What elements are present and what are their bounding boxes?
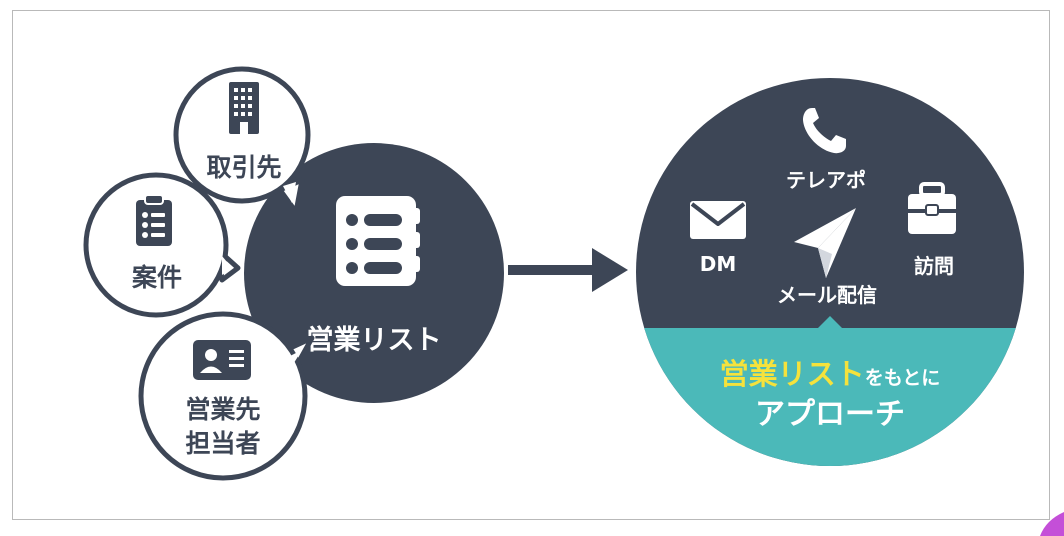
dm-label: DM (700, 252, 737, 276)
approach-circle: テレアポ DM メール配信 訪問 営業リストをもとに アプローチ (636, 78, 1024, 466)
phone-icon (803, 108, 846, 154)
building-icon (229, 82, 259, 134)
anken-label: 案件 (131, 263, 182, 292)
telapo-label: テレアポ (786, 168, 866, 192)
banner-line1: 営業リストをもとに (720, 357, 941, 391)
left-cluster: 営業リスト 取引先 (83, 66, 504, 481)
tantousha-label-line2: 担当者 (185, 429, 260, 458)
tantousha-label-line1: 営業先 (185, 395, 260, 424)
mail-icon (690, 201, 746, 239)
bubble-anken: 案件 (83, 172, 241, 318)
id-card-icon (193, 340, 251, 380)
clipboard-icon (136, 194, 172, 246)
corner-accent (1040, 512, 1064, 536)
bubble-tantousha: 営業先 担当者 (138, 311, 315, 481)
bubble-torihikisaki: 取引先 (173, 66, 311, 215)
mail-delivery-label: メール配信 (777, 283, 877, 307)
houmon-label: 訪問 (914, 254, 954, 278)
banner-line2: アプローチ (755, 397, 905, 432)
banner-highlight: 営業リスト (720, 357, 865, 391)
torihikisaki-label: 取引先 (206, 153, 281, 182)
banner-rest: をもとに (865, 367, 941, 389)
arrow-right-icon (508, 248, 628, 292)
paper-plane-icon (794, 208, 856, 278)
sales-list-label: 営業リスト (307, 324, 442, 356)
list-book-icon (336, 196, 420, 286)
briefcase-icon (908, 182, 956, 234)
